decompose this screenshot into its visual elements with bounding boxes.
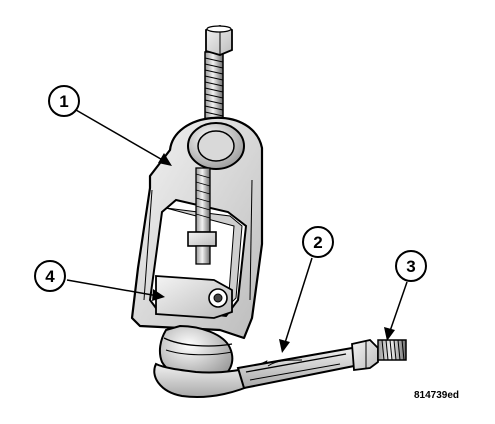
callout-1: 1	[48, 85, 80, 117]
figure-code: 814739ed	[414, 390, 460, 401]
callout-2-label: 2	[313, 233, 322, 252]
callout-3: 3	[395, 250, 427, 282]
leader-lines	[66, 109, 408, 347]
callout-4-label: 4	[45, 267, 55, 286]
callout-4: 4	[34, 260, 66, 292]
inner-screw	[187, 167, 217, 265]
leader-arrowheads	[152, 153, 395, 353]
tie-rod-shaft	[236, 342, 366, 390]
receiver-adapter	[155, 275, 233, 319]
callout-3-label: 3	[406, 257, 415, 276]
callout-1-label: 1	[59, 92, 68, 111]
callout-2: 2	[302, 226, 334, 258]
jam-nut-threads	[351, 339, 407, 372]
